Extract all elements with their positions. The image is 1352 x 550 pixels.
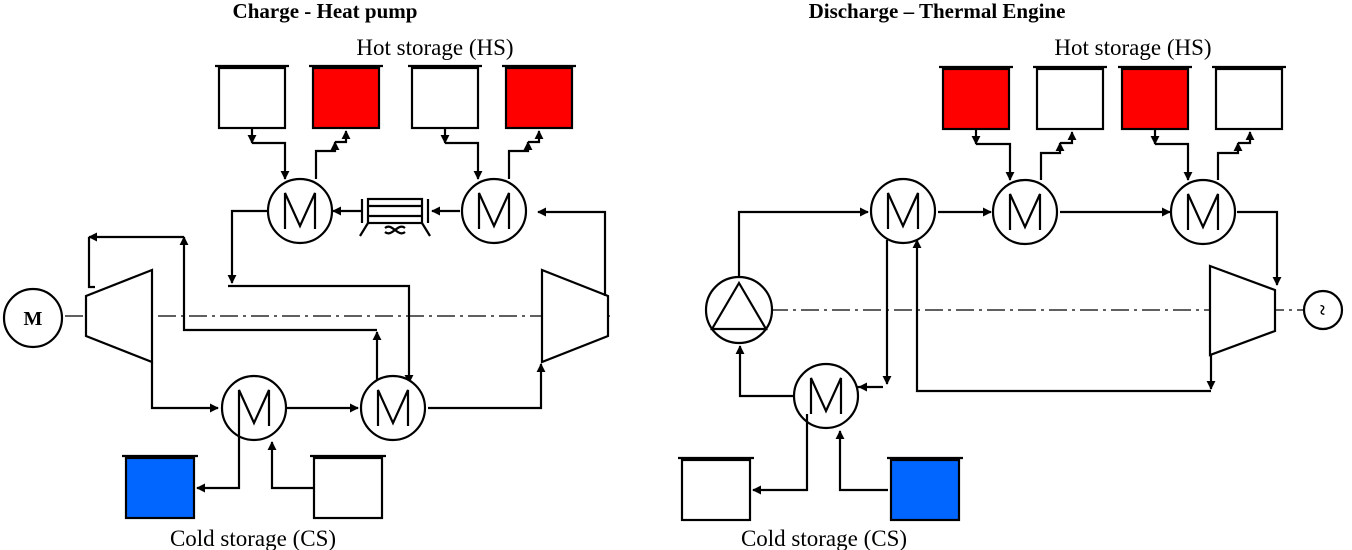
charge-hot-tank-3-empty (408, 64, 482, 130)
charge-cold-tank-cold (122, 454, 198, 520)
discharge-generator-symbol: ~ (1311, 305, 1333, 316)
discharge-pump (704, 275, 774, 345)
charge-hx-recuperator (359, 374, 427, 442)
discharge-hot-tank-4-empty (1212, 65, 1286, 131)
discharge-panel: Discharge – Thermal Engine Hot storage (… (678, 0, 1344, 550)
charge-title: Charge - Heat pump (233, 0, 418, 23)
fan-icon (384, 225, 406, 235)
charge-hot-tank-1-empty (215, 64, 289, 130)
charge-hx-cold (220, 374, 288, 442)
charge-hot-tank-2-hot (309, 64, 383, 130)
discharge-hot-tank-3-hot (1118, 65, 1192, 131)
charge-cold-tank-empty (310, 454, 386, 520)
discharge-turbine (1208, 264, 1277, 357)
charge-expander (84, 268, 154, 364)
charge-motor: M (2, 287, 64, 349)
discharge-hot-tank-1-hot (939, 65, 1013, 131)
discharge-title: Discharge – Thermal Engine (809, 0, 1066, 23)
charge-hx-hot-2 (460, 177, 528, 245)
discharge-cold-tank-empty (678, 456, 754, 522)
charge-pipe-comp-out (537, 207, 607, 296)
discharge-cold-storage-label: Cold storage (CS) (741, 526, 907, 550)
charge-fan-cooler (359, 197, 431, 237)
charge-compressor (540, 268, 610, 364)
discharge-hot-tank-2-empty (1033, 65, 1107, 131)
discharge-cold-tank-cold (887, 456, 963, 522)
discharge-hx-recuperator (869, 177, 937, 245)
charge-cold-storage-label: Cold storage (CS) (170, 526, 336, 550)
discharge-hx-hot-2 (1169, 178, 1237, 246)
discharge-generator: ~ (1302, 289, 1344, 331)
discharge-hot-storage-label: Hot storage (HS) (1054, 35, 1211, 60)
charge-motor-symbol: M (24, 308, 43, 330)
charge-hot-tank-4-hot (502, 64, 576, 130)
discharge-hx-cold (792, 362, 860, 430)
discharge-hx-hot-1 (991, 178, 1059, 246)
charge-hot-storage-label: Hot storage (HS) (356, 35, 513, 60)
charge-hx-hot-1 (266, 177, 334, 245)
charge-panel: Charge - Heat pump Hot storage (HS) Cold… (2, 0, 612, 550)
